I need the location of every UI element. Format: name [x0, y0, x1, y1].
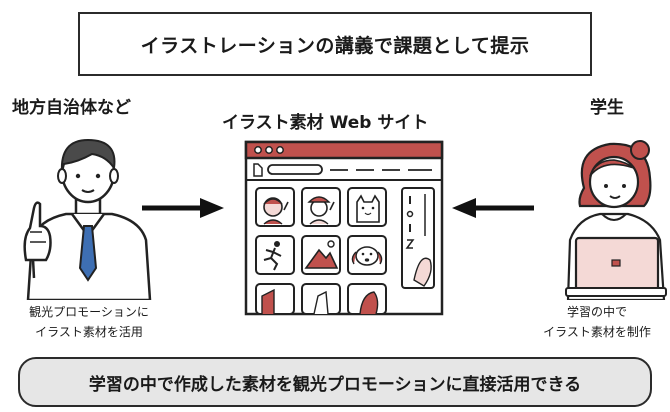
browser-window-icon [244, 140, 444, 316]
title-text: イラストレーションの講義で課題として提示 [140, 34, 530, 57]
right-caption-line2: イラスト素材を制作 [543, 325, 651, 339]
right-heading: 学生 [590, 98, 624, 118]
right-caption: 学習の中で イラスト素材を制作 [526, 302, 668, 342]
left-caption-line1: 観光プロモーションに [29, 305, 149, 319]
student-with-laptop-icon [565, 140, 667, 300]
left-caption: 観光プロモーションに イラスト素材を活用 [4, 302, 174, 342]
center-heading: イラスト素材 Web サイト [222, 113, 429, 133]
title-box: イラストレーションの講義で課題として提示 [78, 12, 592, 76]
left-caption-line2: イラスト素材を活用 [35, 325, 143, 339]
left-heading: 地方自治体など [12, 98, 131, 118]
arrow-right-icon [142, 198, 224, 218]
businessman-pointing-icon [23, 138, 152, 300]
bottom-banner-text: 学習の中で作成した素材を観光プロモーションに直接活用できる [88, 374, 582, 395]
bottom-banner: 学習の中で作成した素材を観光プロモーションに直接活用できる [18, 357, 652, 407]
right-caption-line1: 学習の中で [566, 305, 627, 319]
arrow-left-icon [452, 198, 534, 218]
